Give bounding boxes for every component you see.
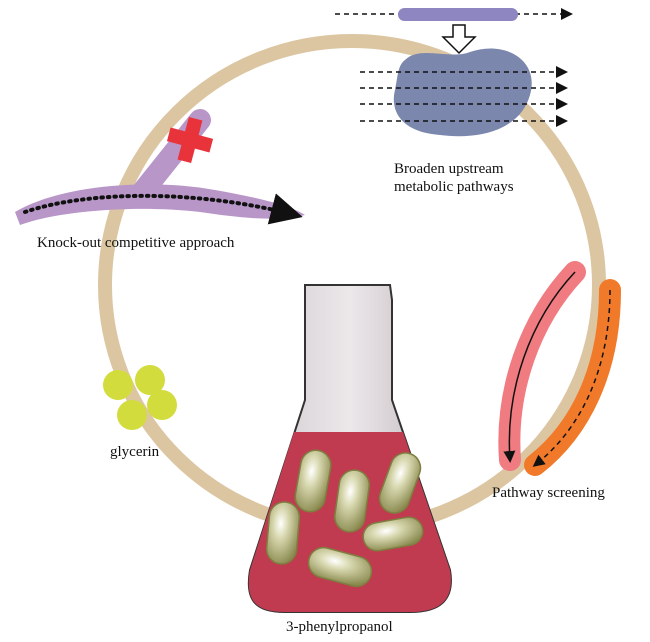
label-pathway-screening: Pathway screening	[492, 485, 605, 501]
label-upstream-line2: metabolic pathways	[394, 179, 514, 195]
label-product: 3-phenylpropanol	[286, 619, 393, 635]
label-knockout: Knock-out competitive approach	[37, 235, 235, 251]
upstream-pathways-illustration	[335, 8, 573, 137]
upstream-substrate-bar	[398, 8, 518, 21]
knockout-illustration	[15, 109, 305, 225]
down-arrow-icon	[441, 24, 477, 55]
enzyme-blob	[393, 48, 532, 137]
main-pathway-band	[15, 184, 305, 225]
bacteria-icons	[265, 449, 424, 588]
glycerin-molecule-icon	[103, 365, 177, 430]
label-upstream-line1: Broaden upstream	[394, 161, 504, 177]
label-glycerin: glycerin	[110, 444, 160, 460]
pathway-screening-illustration	[498, 261, 621, 476]
flask-icon	[247, 284, 452, 613]
cross-icon	[166, 116, 214, 164]
